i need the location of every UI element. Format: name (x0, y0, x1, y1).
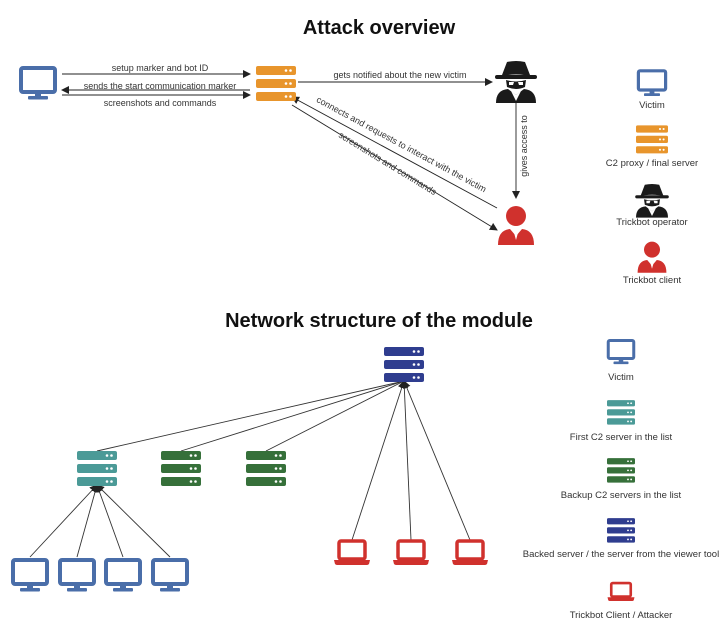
attack-overview-title: Attack overview (303, 17, 456, 39)
victim-monitor-icon (104, 558, 142, 594)
legend-backup-c2-label: Backup C2 servers in the list (561, 490, 682, 501)
c2-proxy-server-icon (256, 66, 296, 101)
legend-c2-label: C2 proxy / final server (606, 158, 698, 169)
legend-victim-label: Victim (639, 100, 665, 111)
legend-backend-icon (607, 518, 635, 543)
legend-victim-label: Victim (608, 372, 634, 383)
client-user-icon (498, 206, 534, 245)
edge-victim3-first-c2 (95, 484, 124, 558)
legend-c2-icon (636, 125, 668, 154)
edge-attacker1-backend (351, 380, 406, 541)
legend-client-label: Trickbot client (623, 275, 682, 286)
edge-victim2-first-c2 (76, 484, 99, 558)
backend-server-icon (384, 347, 424, 382)
legend-first-c2-icon (607, 400, 635, 425)
legend-backend-label: Backed server / the server from the view… (523, 549, 719, 560)
edge-victim1-first-c2 (29, 484, 98, 558)
legend-victim-icon (636, 69, 668, 98)
network-edges (29, 380, 471, 558)
attack-legend: Victim C2 proxy / final server Trickbot … (606, 69, 698, 286)
legend-victim-icon (606, 339, 636, 366)
edge-attacker3-backend (402, 380, 471, 541)
attacker-laptop-icon (450, 539, 490, 567)
edge-backend-first-c2 (96, 380, 405, 452)
operator-spy-icon (495, 61, 537, 103)
network-legend: Victim First C2 server in the list Backu… (523, 339, 719, 621)
legend-attacker-icon (606, 581, 636, 603)
legend-backup-c2-icon (607, 458, 635, 483)
victim-monitor-icon (11, 558, 49, 594)
edge-victim4-first-c2 (96, 484, 171, 558)
edge-label-connects: connects and requests to interact with t… (315, 94, 488, 194)
legend-client-icon (637, 241, 667, 273)
edge-label-gives-access: gives access to (519, 115, 529, 177)
legend-attacker-label: Trickbot Client / Attacker (570, 610, 673, 621)
legend-operator-label: Trickbot operator (616, 217, 687, 228)
network-structure-title: Network structure of the module (225, 310, 533, 332)
edge-backend-backup1 (180, 380, 405, 452)
edge-backend-backup2 (265, 380, 405, 452)
victim-monitor-icon (151, 558, 189, 594)
edge-attacker2-backend (400, 380, 412, 541)
edge-connects (291, 96, 498, 209)
attack-edges (61, 70, 520, 231)
attacker-laptop-icon (332, 539, 372, 567)
backup-c2-server-icon (246, 451, 286, 486)
victim-monitor-icon (19, 66, 57, 102)
edge-screens-diag (291, 104, 498, 231)
attacker-laptop-icon (391, 539, 431, 567)
first-c2-server-icon (77, 451, 117, 486)
legend-operator-icon (635, 184, 669, 218)
victim-monitor-icon (58, 558, 96, 594)
edge-label-start: sends the start communication marker (84, 81, 237, 91)
backup-c2-server-icon (161, 451, 201, 486)
legend-first-c2-label: First C2 server in the list (570, 432, 673, 443)
edge-label-screens-top: screenshots and commands (104, 98, 217, 108)
edge-label-setup: setup marker and bot ID (112, 63, 209, 73)
edge-label-notified: gets notified about the new victim (333, 70, 466, 80)
